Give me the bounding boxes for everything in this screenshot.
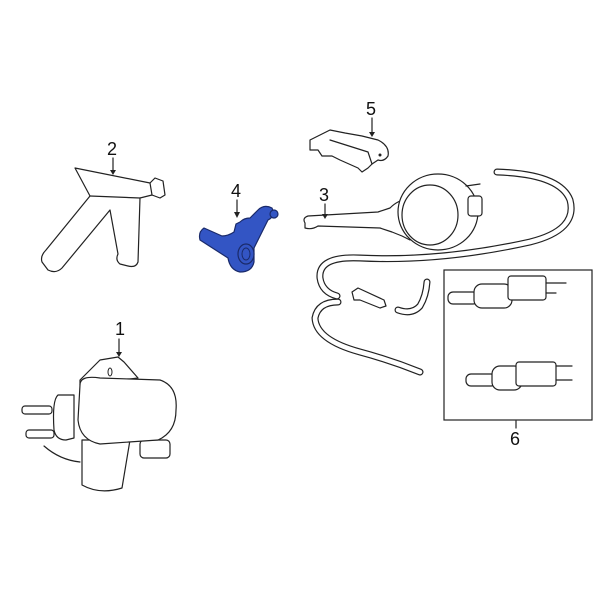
callout-3-arrowhead	[322, 214, 328, 219]
callout-label-1: 1	[115, 319, 126, 339]
part-2-bracket[interactable]	[40, 167, 166, 273]
part-1-pump[interactable]	[21, 356, 177, 492]
callout-1-arrowhead	[116, 352, 122, 357]
callout-label-3: 3	[319, 185, 330, 205]
vacuum-hoses[interactable]	[311, 168, 575, 376]
part-6-box[interactable]	[443, 269, 593, 421]
part-5-clip[interactable]	[309, 129, 389, 173]
callout-label-4: 4	[231, 181, 242, 201]
part-3-actuator[interactable]	[303, 173, 483, 251]
callout-label-6: 6	[510, 429, 521, 449]
callout-label-2: 2	[107, 139, 118, 159]
part-4-highlighted[interactable]	[198, 205, 279, 273]
callout-5-arrowhead	[369, 132, 375, 137]
callout-label-5: 5	[366, 99, 377, 119]
callout-4-arrowhead	[234, 212, 240, 218]
callout-2-arrowhead	[110, 170, 116, 175]
